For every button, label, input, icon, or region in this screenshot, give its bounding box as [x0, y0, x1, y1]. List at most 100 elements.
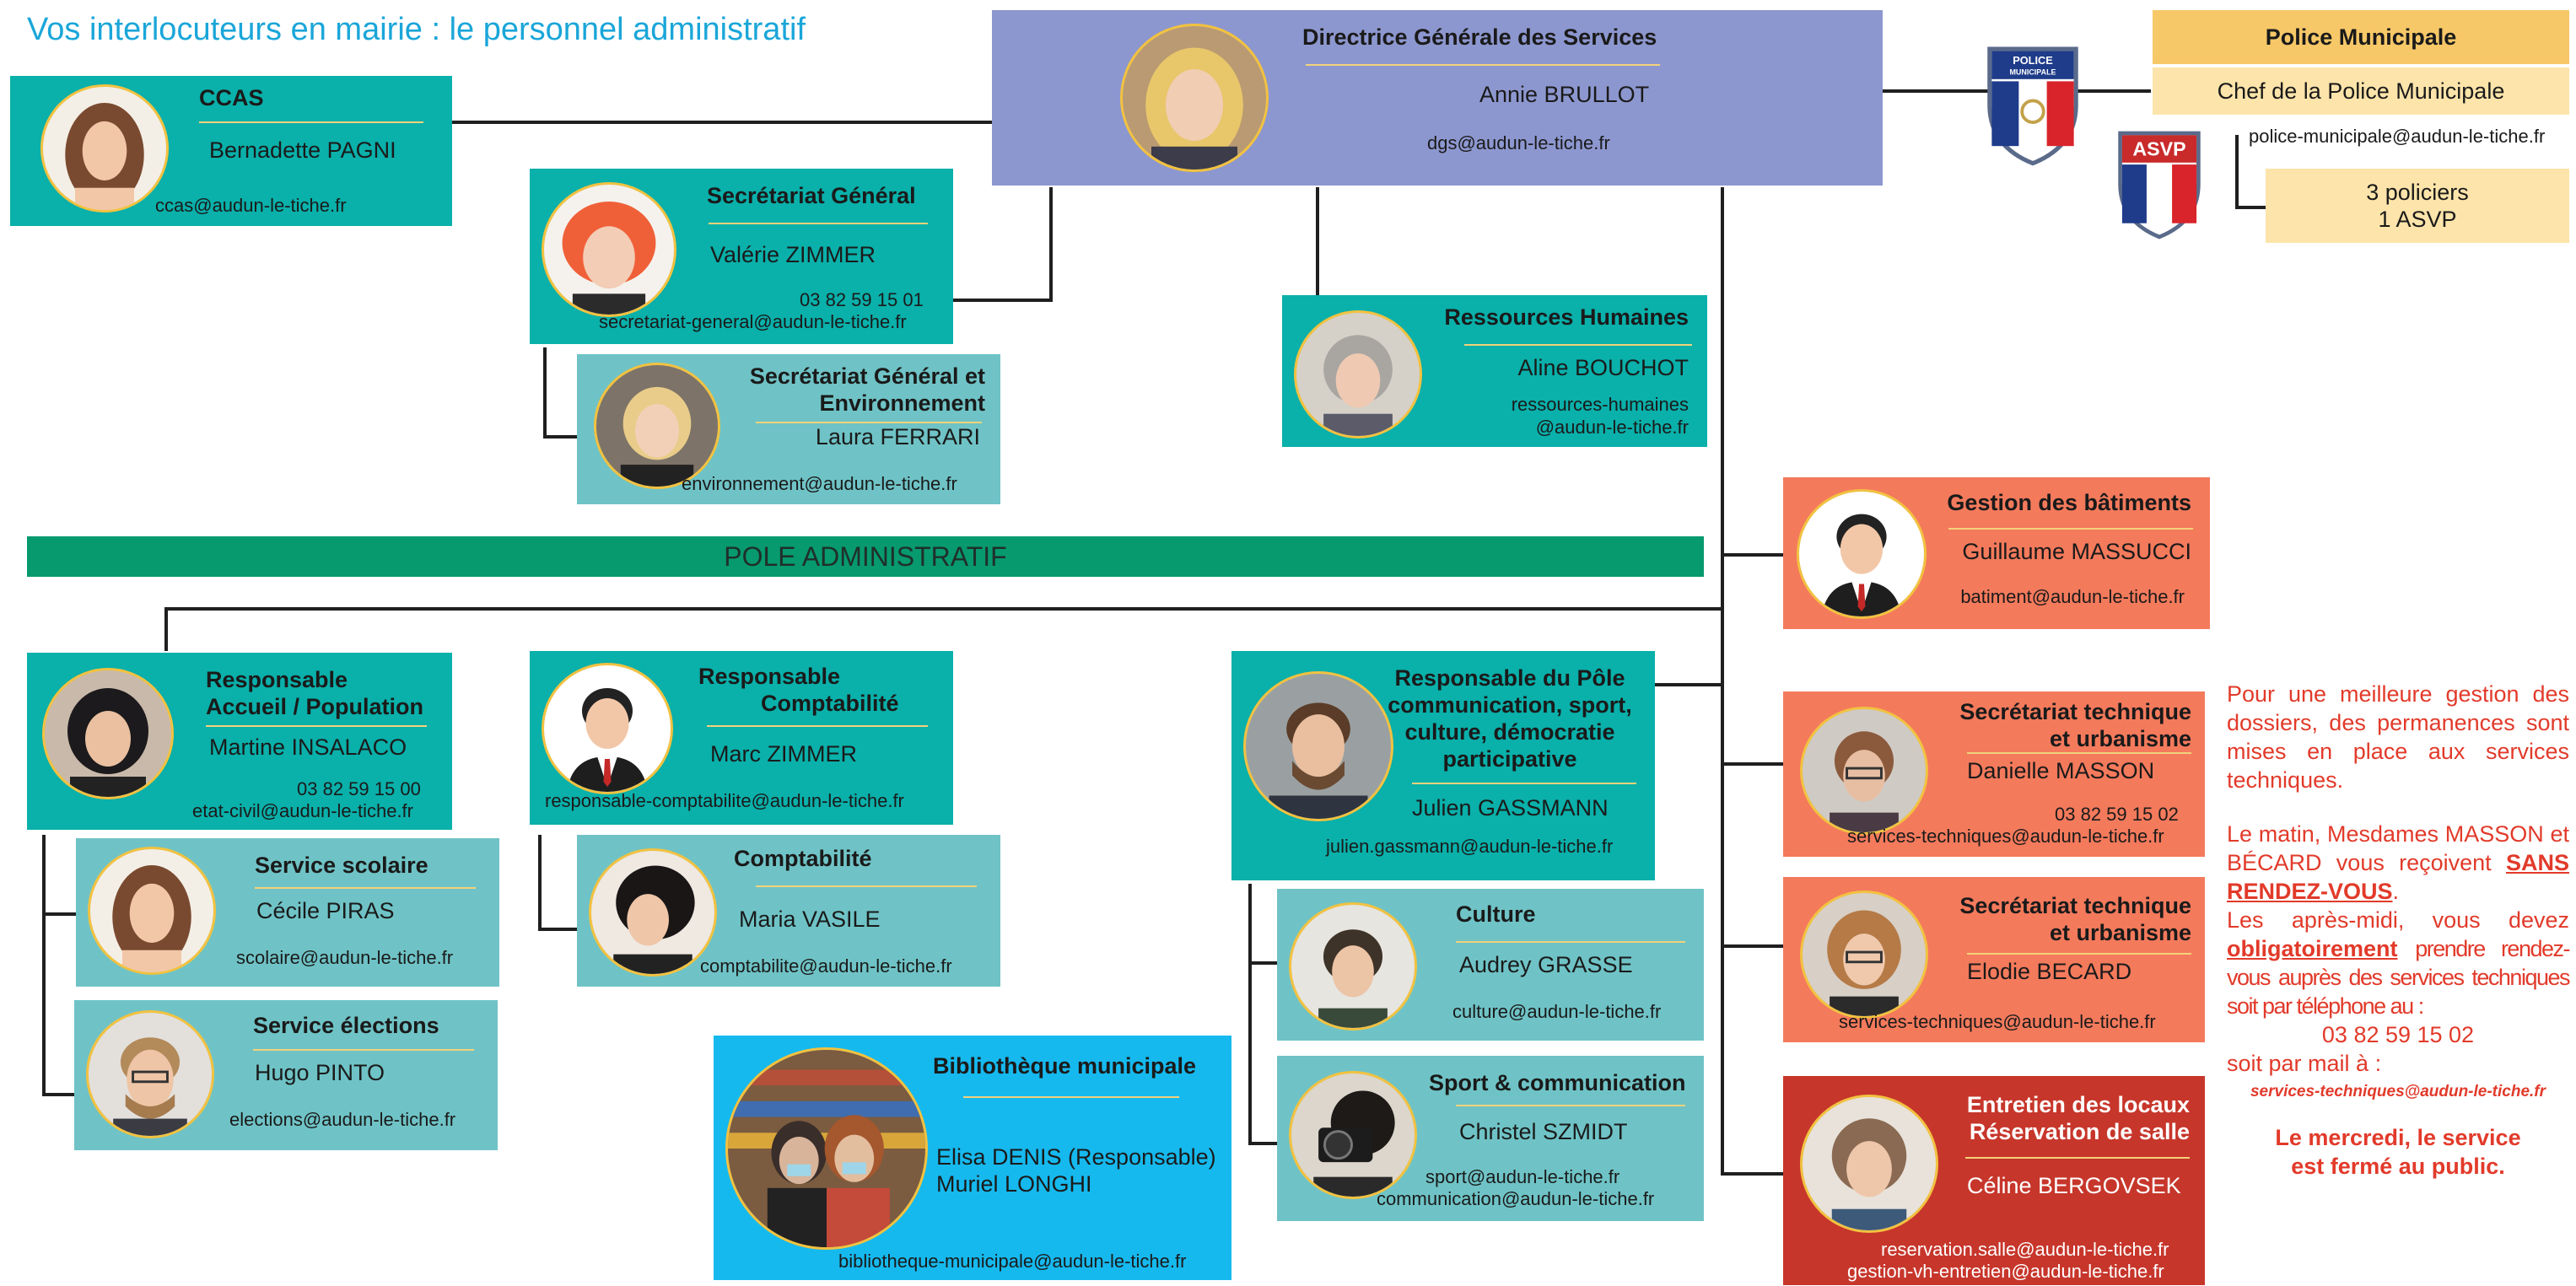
- connector: [2235, 135, 2239, 207]
- dgs-card: Directrice Générale des Services Annie B…: [992, 10, 1883, 186]
- police-title-box: Police Municipale: [2153, 10, 2569, 64]
- connector: [951, 299, 1053, 302]
- secretariat-name: Valérie ZIMMER: [710, 242, 876, 267]
- secretariat-phone: 03 82 59 15 01: [800, 289, 924, 310]
- culture-email: culture@audun-le-tiche.fr: [1452, 1001, 1662, 1022]
- tech1-title: Secrétariat technique et urbanisme: [1959, 698, 2191, 752]
- accueil-email: etat-civil@audun-le-tiche.fr: [192, 800, 413, 821]
- scolaire-photo: [88, 847, 216, 975]
- secretariat-photo: [542, 182, 676, 317]
- info-paragraph-1: Pour une meilleure gestion des dossiers,…: [2227, 681, 2569, 793]
- bibliotheque-name2: Muriel LONGHI: [936, 1171, 1092, 1197]
- pole-com-name: Julien GASSMANN: [1412, 795, 1609, 821]
- entretien-card: Entretien des locaux Réservation de sall…: [1783, 1076, 2205, 1285]
- accueil-card: Responsable Accueil / Population Martine…: [27, 653, 452, 830]
- resp-compta-title: Responsable Comptabilité: [698, 663, 899, 717]
- divider: [199, 121, 423, 123]
- rh-email: ressources-humaines @audun-le-tiche.fr: [1512, 393, 1689, 439]
- tech1-email: services-techniques@audun-le-tiche.fr: [1847, 826, 2164, 847]
- elections-card: Service élections Hugo PINTO elections@a…: [74, 1000, 498, 1150]
- connector: [1316, 187, 1319, 295]
- info-mail-intro: soit par mail à :: [2227, 1051, 2382, 1076]
- dgs-name: Annie BRULLOT: [1479, 82, 1650, 107]
- divider: [1456, 941, 1685, 943]
- pole-com-email: julien.gassmann@audun-le-tiche.fr: [1326, 836, 1614, 857]
- police-title: Police Municipale: [2265, 24, 2457, 50]
- pole-com-title-line2: communication, sport,: [1388, 692, 1632, 718]
- pole-com-title-line4: participative: [1442, 746, 1577, 772]
- batiments-email: batiment@audun-le-tiche.fr: [1960, 586, 2185, 607]
- tech1-card: Secrétariat technique et urbanisme Danie…: [1783, 691, 2205, 857]
- pole-com-title-line1: Responsable du Pôle: [1394, 665, 1625, 691]
- tech2-card: Secrétariat technique et urbanisme Elodi…: [1783, 877, 2205, 1042]
- connector: [164, 607, 168, 651]
- bibliotheque-name1: Elisa DENIS (Responsable): [936, 1144, 1216, 1170]
- sport-name: Christel SZMIDT: [1459, 1119, 1628, 1144]
- connector: [538, 928, 579, 931]
- info-p2-end: .: [2392, 879, 2400, 904]
- bibliotheque-card: Bibliothèque municipale Elisa DENIS (Res…: [714, 1036, 1231, 1280]
- scolaire-card: Service scolaire Cécile PIRAS scolaire@a…: [76, 838, 499, 987]
- batiments-title: Gestion des bâtiments: [1947, 490, 2191, 515]
- connector: [164, 607, 1723, 611]
- info-p3-rest: prendre rendez-vous auprès des services …: [2227, 936, 2571, 1019]
- environnement-title: Secrétariat Général et Environnement: [750, 363, 985, 417]
- svg-text:MUNICIPALE: MUNICIPALE: [2009, 68, 2056, 77]
- entretien-email2: gestion-vh-entretien@audun-le-tiche.fr: [1847, 1261, 2164, 1282]
- elections-title: Service élections: [253, 1013, 439, 1038]
- secretariat-email: secretariat-general@audun-le-tiche.fr: [599, 311, 907, 332]
- dgs-title: Directrice Générale des Services: [1302, 24, 1657, 50]
- tech2-title-line1: Secrétariat technique: [1959, 893, 2191, 918]
- divider: [707, 725, 928, 727]
- tech2-name: Elodie BECARD: [1967, 959, 2132, 984]
- dgs-photo: [1120, 24, 1269, 172]
- culture-card: Culture Audrey GRASSE culture@audun-le-t…: [1277, 889, 1704, 1041]
- tech2-title-line2: et urbanisme: [2049, 920, 2191, 945]
- info-p3-emphasis: obligatoirement: [2227, 936, 2398, 961]
- sport-email2: communication@audun-le-tiche.fr: [1377, 1188, 1655, 1209]
- connector: [1248, 1142, 1277, 1145]
- culture-name: Audrey GRASSE: [1459, 952, 1633, 977]
- environnement-title-line1: Secrétariat Général et: [749, 363, 985, 389]
- police-chief: Chef de la Police Municipale: [2217, 78, 2505, 104]
- resp-compta-name: Marc ZIMMER: [710, 741, 857, 767]
- connector: [543, 435, 579, 439]
- divider: [253, 1049, 474, 1051]
- divider: [709, 223, 928, 224]
- compta-name: Maria VASILE: [739, 907, 881, 932]
- compta-title: Comptabilité: [734, 846, 872, 871]
- environnement-photo: [594, 363, 720, 489]
- info-phone: 03 82 59 15 02: [2321, 1022, 2475, 1047]
- divider: [1464, 344, 1692, 346]
- divider: [1306, 64, 1660, 66]
- bibliotheque-photo: [725, 1047, 928, 1250]
- tech1-title-line1: Secrétariat technique: [1959, 699, 2191, 724]
- culture-title: Culture: [1456, 901, 1536, 927]
- pole-administratif-band: POLE ADMINISTRATIF: [27, 536, 1704, 577]
- compta-photo: [589, 848, 717, 977]
- page-title: Vos interlocuteurs en mairie : le person…: [27, 12, 806, 47]
- asvp-badge: ASVP: [2110, 121, 2208, 243]
- connector: [42, 1093, 76, 1096]
- secretariat-title: Secrétariat Général: [707, 183, 916, 208]
- sport-email1: sport@audun-le-tiche.fr: [1425, 1166, 1620, 1187]
- entretien-title-line1: Entretien des locaux: [1966, 1092, 2190, 1117]
- info-mail: services-techniques@audun-le-tiche.fr: [2250, 1083, 2546, 1100]
- info-p2-text: Le matin, Mesdames MASSON et BÉCARD vous…: [2227, 821, 2569, 875]
- info-block: Pour une meilleure gestion des dossiers,…: [2227, 680, 2571, 1181]
- rh-title: Ressources Humaines: [1444, 304, 1689, 330]
- ccas-email: ccas@audun-le-tiche.fr: [155, 195, 347, 216]
- connector: [42, 912, 76, 916]
- connector: [452, 121, 992, 124]
- bibliotheque-title: Bibliothèque municipale: [933, 1053, 1197, 1079]
- svg-text:ASVP: ASVP: [2132, 138, 2185, 160]
- entretien-photo: [1800, 1095, 1938, 1233]
- connector: [1721, 762, 1783, 766]
- resp-compta-title-line1: Responsable: [698, 664, 841, 689]
- police-staff: 3 policiers 1 ASVP: [2266, 179, 2569, 233]
- pole-com-photo: [1243, 671, 1393, 821]
- divider: [1412, 783, 1636, 784]
- batiments-name: Guillaume MASSUCCI: [1962, 539, 2191, 564]
- divider: [255, 887, 476, 889]
- connector: [1721, 944, 1783, 948]
